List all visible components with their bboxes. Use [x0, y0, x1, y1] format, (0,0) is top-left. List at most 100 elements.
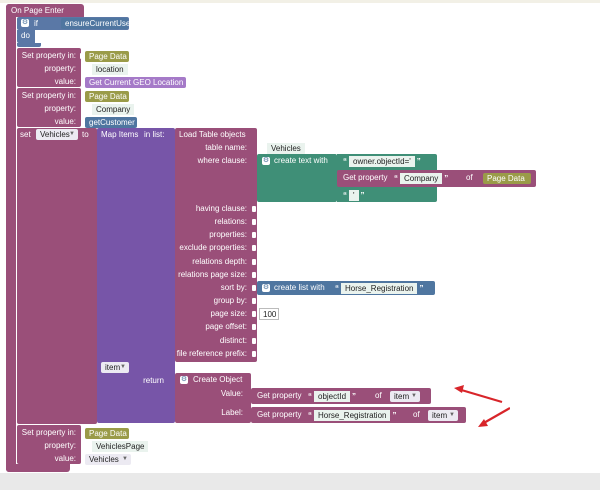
- get-property-label: Get property: [257, 410, 302, 419]
- param-socket[interactable]: [252, 259, 256, 265]
- do-bottom: [17, 43, 41, 47]
- dropdown-caret-icon: ▼: [120, 364, 126, 370]
- load-table-param-label: exclude properties:: [179, 243, 247, 252]
- of-label: of: [375, 391, 382, 400]
- load-table-param-label: page size:: [210, 309, 247, 318]
- page-size-field[interactable]: 100: [259, 308, 279, 320]
- set3-property-value[interactable]: VehiclesPage: [92, 441, 149, 452]
- set1-target[interactable]: Page Data: [85, 51, 129, 62]
- dropdown-caret-icon: ▼: [449, 412, 455, 418]
- set2-target[interactable]: Page Data: [85, 91, 129, 102]
- dropdown-caret-icon: ▼: [122, 456, 128, 462]
- item-variable-dropdown[interactable]: item▼: [101, 362, 129, 373]
- create-text-block[interactable]: [257, 154, 337, 202]
- sort-string[interactable]: “Horse_Registration”: [335, 283, 424, 294]
- gear-icon[interactable]: ⚙: [262, 157, 270, 165]
- item-dropdown[interactable]: item▼: [390, 391, 420, 402]
- load-table-param-label: relations:: [214, 217, 247, 226]
- return-label: return: [143, 376, 164, 385]
- value-label: Value:: [220, 389, 243, 398]
- table-name-string[interactable]: “Vehicles”: [261, 143, 311, 154]
- set-variable-block[interactable]: [17, 128, 97, 424]
- load-table-block[interactable]: [175, 128, 257, 362]
- set1-property-label: property:: [44, 64, 76, 73]
- set2-property-value[interactable]: Company: [92, 104, 135, 115]
- company-string[interactable]: “Company”: [394, 173, 449, 184]
- table-name-label: table name:: [205, 143, 247, 152]
- param-socket[interactable]: [252, 285, 256, 291]
- set1-value-label: value:: [54, 77, 76, 86]
- table-name-value[interactable]: Vehicles: [267, 143, 305, 154]
- set1-property-string[interactable]: “location”: [86, 64, 134, 75]
- set3-property-string[interactable]: “VehiclesPage”: [86, 441, 155, 452]
- owner-string-value[interactable]: owner.objectId=': [349, 156, 415, 167]
- red-arrow-icon: [478, 419, 488, 427]
- set-property-block-2[interactable]: [17, 88, 81, 127]
- param-socket[interactable]: [252, 338, 256, 344]
- gear-icon[interactable]: ⚙: [21, 19, 29, 27]
- dropdown-caret-icon: ▼: [411, 393, 417, 399]
- horse-reg-string-value[interactable]: Horse_Registration: [314, 410, 391, 421]
- create-list-label: create list with: [274, 283, 325, 292]
- where-clause-label: where clause:: [197, 156, 247, 165]
- param-socket[interactable]: [252, 351, 256, 357]
- set1-value-block[interactable]: Get Current GEO Location: [85, 77, 186, 88]
- item-name: item: [432, 411, 448, 420]
- param-socket[interactable]: [252, 298, 256, 304]
- set1-property-value[interactable]: location: [92, 64, 128, 75]
- set3-property-label: property:: [44, 441, 76, 450]
- set2-value-label: value:: [54, 117, 76, 126]
- owner-string[interactable]: “owner.objectId='”: [343, 156, 421, 167]
- objectid-string-value[interactable]: objectId: [314, 391, 351, 402]
- objectid-string[interactable]: “objectId”: [308, 391, 357, 402]
- load-table-title: Load Table objects: [179, 130, 246, 139]
- param-socket[interactable]: [252, 219, 256, 225]
- horse-reg-string[interactable]: “Horse_Registration”: [308, 410, 397, 421]
- set3-value-dropdown[interactable]: Vehicles▼: [85, 454, 131, 465]
- set3-target[interactable]: Page Data: [85, 428, 129, 439]
- param-socket[interactable]: [252, 232, 256, 238]
- event-title: On Page Enter: [11, 6, 64, 15]
- quote-string[interactable]: “'”: [343, 190, 365, 201]
- gear-icon[interactable]: ⚙: [262, 284, 270, 292]
- load-table-param-label: distinct:: [219, 336, 247, 345]
- set3-label: Set property in:: [21, 428, 76, 437]
- param-socket[interactable]: [252, 206, 256, 212]
- of-label: of: [466, 173, 473, 182]
- red-arrow-icon: [454, 385, 464, 393]
- load-table-param-label: relations page size:: [178, 270, 247, 279]
- quote-string-value[interactable]: ': [349, 190, 359, 201]
- page-data-block[interactable]: Page Data: [483, 173, 531, 184]
- item-dropdown[interactable]: item▼: [428, 410, 458, 421]
- create-object-title: Create Object: [193, 375, 243, 384]
- set2-property-string[interactable]: “Company”: [86, 104, 141, 115]
- gear-icon[interactable]: ⚙: [180, 376, 188, 384]
- event-block-left-rail: [6, 4, 16, 472]
- of-label: of: [413, 410, 420, 419]
- workspace-scrollbar[interactable]: [0, 473, 600, 490]
- set-property-block-1[interactable]: [17, 48, 81, 87]
- if-condition-block[interactable]: ensureCurrentUser: [61, 18, 133, 29]
- if-block[interactable]: ⚙ if ensureCurrentUser: [17, 17, 133, 30]
- set-property-block-3[interactable]: [17, 425, 81, 464]
- to-label: to: [82, 130, 89, 139]
- param-socket[interactable]: [252, 272, 256, 278]
- set2-value-block[interactable]: getCustomer: [85, 117, 137, 128]
- sort-string-value[interactable]: Horse_Registration: [341, 283, 418, 294]
- map-items-block[interactable]: [97, 128, 175, 423]
- company-string-value[interactable]: Company: [400, 173, 443, 184]
- param-socket[interactable]: [252, 311, 256, 317]
- load-table-param-label: having clause:: [195, 204, 247, 213]
- if-condition: ensureCurrentUser: [65, 19, 134, 28]
- variable-dropdown[interactable]: Vehicles▼: [36, 129, 78, 140]
- load-table-param-label: group by:: [213, 296, 247, 305]
- event-block-footer: [6, 464, 70, 472]
- item-variable-name: item: [105, 363, 121, 372]
- event-block-header[interactable]: On Page Enter: [6, 4, 84, 17]
- param-socket[interactable]: [252, 245, 256, 251]
- param-socket[interactable]: [252, 324, 256, 330]
- variable-name: Vehicles: [40, 130, 70, 139]
- load-table-param-label: file reference prefix:: [176, 349, 247, 358]
- top-border: [0, 0, 600, 3]
- red-arrow-icon: [457, 387, 503, 404]
